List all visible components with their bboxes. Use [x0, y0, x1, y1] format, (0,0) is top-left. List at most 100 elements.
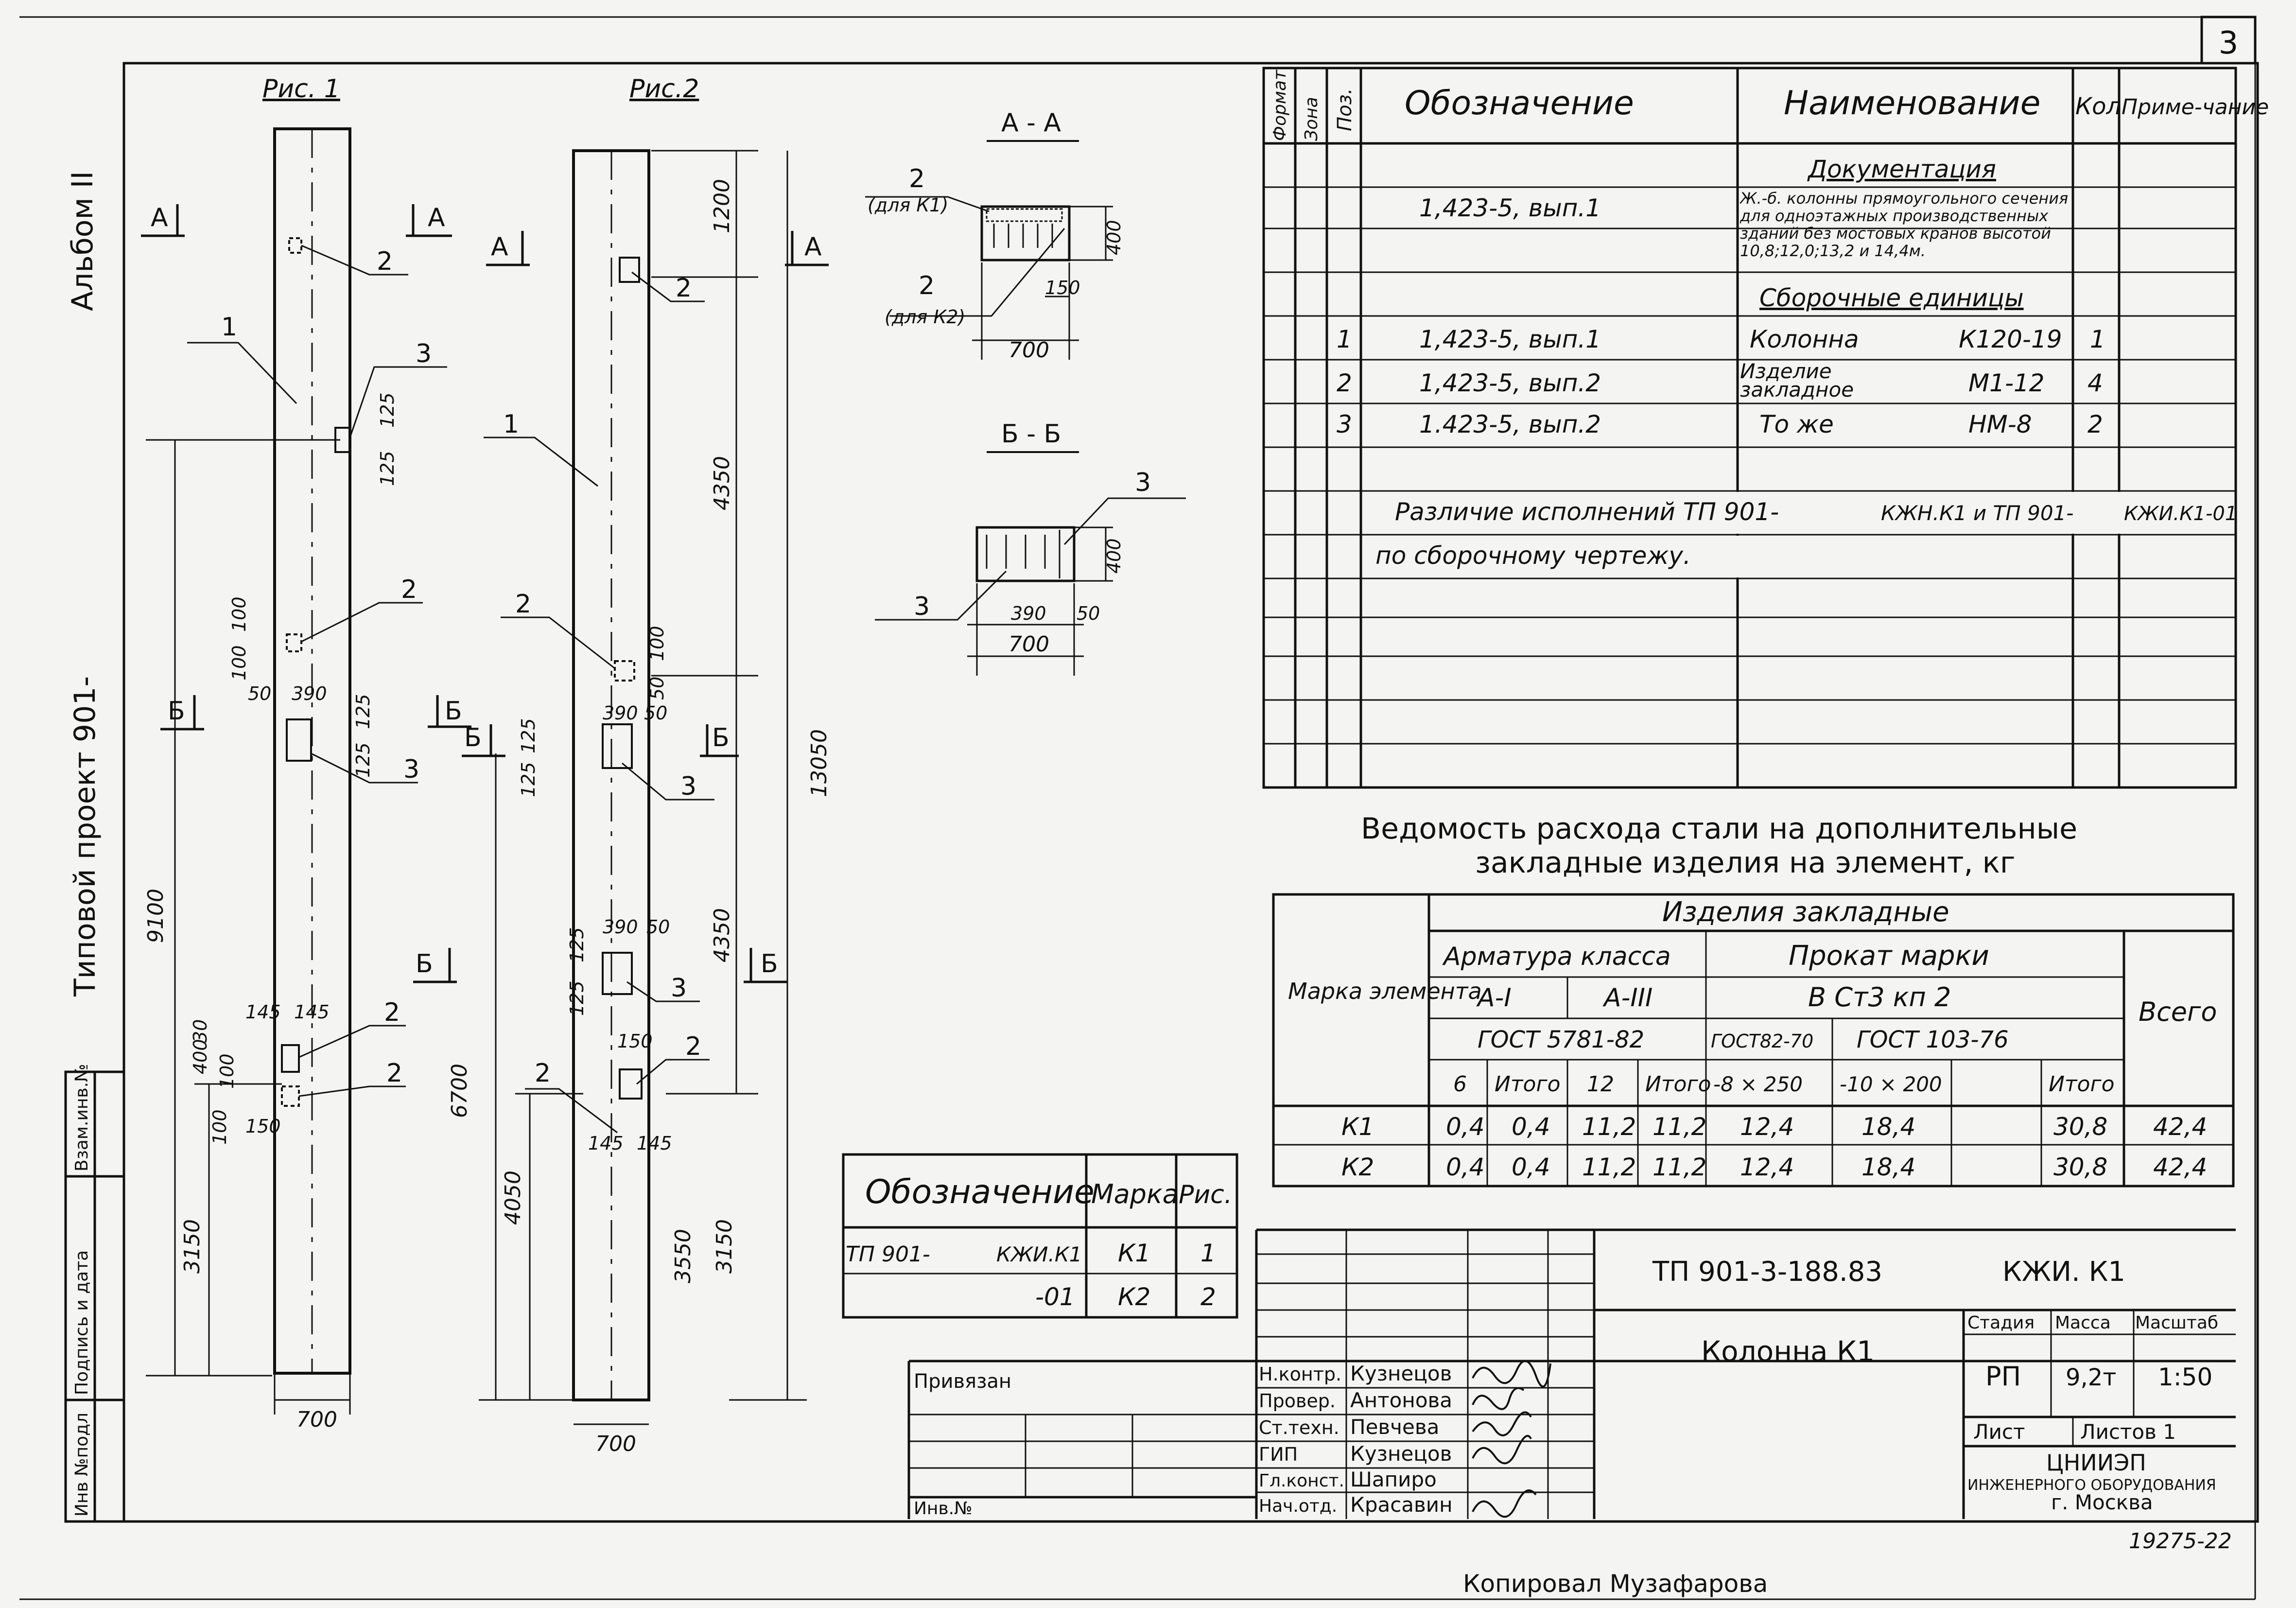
fig2-dim-100: 100 — [646, 626, 668, 661]
section-aa: А - А 2 (для К1) 2 (для К2) 400 150 700 — [865, 108, 1125, 363]
steel-h-total: Всего — [2139, 996, 2217, 1027]
steel-h-a1: А-I — [1476, 983, 1512, 1013]
variants-r1-fig: 1 — [1200, 1239, 1216, 1267]
variants-r2-mark: К2 — [1118, 1283, 1150, 1311]
fig1-dim-9100: 9100 — [143, 889, 168, 943]
fig2-dim-1200: 1200 — [710, 179, 734, 233]
tb-signer-2: Певчева — [1350, 1415, 1439, 1439]
tb-signer-3: Кузнецов — [1350, 1442, 1452, 1466]
tb-org1: ЦНИИЭП — [2046, 1450, 2146, 1476]
fig2-dim-4050: 4050 — [501, 1171, 525, 1225]
spec-row1-mark: К120-19 — [1959, 325, 2062, 353]
fig1-dim-100b: 100 — [228, 645, 250, 681]
fig1-dim-145b: 145 — [294, 1001, 330, 1023]
fig2-pos3-mid: 3 — [680, 772, 696, 801]
figure-1: Рис. 1 А А Б Б — [141, 74, 471, 1432]
tb-scale: 1:50 — [2158, 1363, 2212, 1391]
steel-h-items: Изделия закладные — [1662, 896, 1949, 928]
spec-row2-name: Изделие закладное — [1740, 362, 1854, 402]
fig1-dim-100a: 100 — [228, 596, 250, 632]
signature-scribbles — [1472, 1360, 1551, 1518]
tb-role-2: Ст.техн. — [1259, 1417, 1339, 1438]
fig2-dim-390b: 390 — [603, 916, 638, 938]
tb-code-b: КЖИ. К1 — [2002, 1256, 2125, 1288]
fig2-dim-3550: 3550 — [671, 1229, 696, 1283]
fig1-dim-125a: 125 — [377, 392, 398, 428]
fig1-pos3-top: 3 — [416, 339, 432, 368]
project-label: Типовой проект 901- — [68, 676, 102, 997]
section-bb-title: Б - Б — [1001, 419, 1061, 449]
steel-k1-v4: 12,4 — [1740, 1113, 1794, 1141]
section-bb: Б - Б 3 3 400 390 50 700 — [875, 419, 1186, 676]
cut-b-right-1: Б — [445, 697, 462, 726]
steel-table: Ведомость расхода стали на дополнительны… — [1272, 812, 2235, 1188]
spec-row2-pos: 2 — [1337, 369, 1352, 397]
tb-signer-0: Кузнецов — [1350, 1362, 1452, 1385]
tb-mass-h: Масса — [2055, 1313, 2111, 1333]
variants-h-fig: Рис. — [1179, 1180, 1232, 1209]
aa-dim-700: 700 — [1009, 338, 1049, 363]
fig2-dim-145a: 145 — [588, 1133, 624, 1154]
fig2-dim-13050: 13050 — [807, 729, 832, 797]
steel-k1-v0: 0,4 — [1446, 1113, 1485, 1141]
steel-k2-v4: 12,4 — [1740, 1153, 1794, 1181]
fig2-title: Рис.2 — [629, 74, 699, 104]
figure-2: Рис.2 А А Б Б Б Б — [413, 74, 832, 1456]
fig2-dim-50a: 50 — [644, 702, 667, 724]
stamp-cell-sign: Подпись и дата — [72, 1250, 92, 1395]
aa-note-k1: (для К1) — [868, 194, 948, 216]
fig2-pos3-low: 3 — [671, 974, 687, 1003]
fig2-dim-125d: 125 — [566, 980, 588, 1016]
fig1-pos2-low2: 2 — [386, 1059, 402, 1088]
stamp-cell-repl: Взам.инв.№ — [72, 1064, 92, 1171]
tb-org2: ИНЖЕНЕРНОГО ОБОРУДОВАНИЯ — [1967, 1477, 2216, 1494]
steel-k1-v2: 11,2 — [1582, 1113, 1636, 1141]
fig2-dim-125b: 125 — [518, 762, 539, 797]
fig1-dim-125c: 125 — [352, 694, 374, 729]
fig2-dim-145b: 145 — [637, 1133, 672, 1154]
steel-k2-mark: К2 — [1341, 1153, 1374, 1181]
aa-pos2-bottom: 2 — [919, 271, 935, 300]
fig1-dim-125d: 125 — [352, 742, 374, 778]
fig1-dim-50: 50 — [248, 683, 271, 704]
fig2-dim-6700: 6700 — [447, 1064, 472, 1118]
section-aa-title: А - А — [1001, 108, 1061, 138]
tb-role-0: Н.контр. — [1259, 1363, 1341, 1385]
bb-dim-400: 400 — [1103, 538, 1125, 574]
spec-h-note: Приме-чание — [2122, 95, 2269, 120]
tb-signer-1: Антонова — [1350, 1388, 1452, 1412]
steel-sub-5: -10 × 200 — [1840, 1072, 1942, 1096]
fig1-dim-30: 30 — [190, 1019, 211, 1043]
spec-h-designation: Обозначение — [1405, 84, 1634, 122]
steel-sub-1: Итого — [1495, 1072, 1561, 1097]
tb-name: Колонна К1 — [1701, 1335, 1875, 1368]
title-block: ТП 901-3-188.83 КЖИ. К1 Колонна К1 Стади… — [907, 1228, 2236, 1519]
fig1-dim-100d: 100 — [209, 1109, 230, 1145]
aa-dim-150: 150 — [1045, 277, 1080, 298]
tb-mass: 9,2т — [2066, 1364, 2116, 1391]
fig1-dim-145a: 145 — [245, 1001, 281, 1023]
steel-h-mark: Марка элемента — [1288, 978, 1482, 1004]
tb-code: ТП 901-3-188.83 — [1652, 1256, 1882, 1288]
steel-h-rolled: Прокат марки — [1789, 940, 1989, 972]
tb-signer-4: Шапиро — [1350, 1468, 1437, 1491]
aa-pos2-top: 2 — [909, 164, 925, 193]
cut-a-left-1: А — [151, 203, 168, 232]
spec-row3-qty: 2 — [2087, 410, 2103, 438]
steel-sub-3: Итого — [1645, 1072, 1711, 1097]
fig1-dim-150: 150 — [245, 1116, 281, 1137]
fig2-pos2-top: 2 — [676, 274, 692, 303]
fig1-dim-100c: 100 — [216, 1053, 238, 1089]
bb-dim-700: 700 — [1009, 632, 1049, 657]
tb-signer-5: Красавин — [1350, 1493, 1453, 1517]
variants-r1-designation: ТП 901- — [846, 1242, 930, 1267]
fig1-title: Рис. 1 — [262, 74, 340, 104]
steel-h-armature: Арматура класса — [1442, 942, 1671, 971]
tb-role-3: ГИП — [1259, 1444, 1298, 1465]
tb-sheets-h: Листов 1 — [2080, 1420, 2176, 1444]
fig1-pos2-low: 2 — [384, 998, 400, 1027]
tb-scale-h: Масштаб — [2135, 1313, 2218, 1333]
fig2-dim-4350a: 4350 — [710, 456, 734, 510]
steel-h-gost1: ГОСТ 5781-82 — [1478, 1026, 1644, 1053]
aa-note-k2: (для К2) — [885, 306, 965, 328]
